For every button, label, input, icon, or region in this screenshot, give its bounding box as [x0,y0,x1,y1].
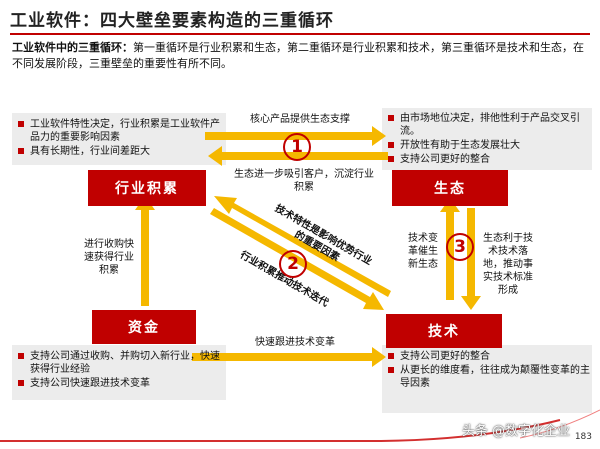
box-industry-accumulation: 行业积累 [88,170,206,206]
list-item: 从更长的维度看，往往成为颠覆性变革的主导因素 [386,364,590,390]
bottom-swoosh [0,419,561,442]
page-title: 工业软件：四大壁垒要素构造的三重循环 [10,11,334,31]
cycle-marker-1: 1 [283,133,311,161]
panel-top-right [382,108,592,170]
label-right-right: 生态利于技术技术落地，推动事实技术标准形成 [483,233,533,296]
arrow-left-up [135,196,155,306]
list-item: 支持公司更好的整合 [386,153,590,166]
panel-bottom-right [382,345,592,413]
box-ecology: 生态 [392,170,508,206]
intro-text: 工业软件中的三重循环：第一重循环是行业积累和生态，第二重循环是行业积累和技术，第… [12,40,588,72]
list-top-right: 由市场地位决定，排他性利于产品交叉引流。 开放性有助于生态发展壮大 支持公司更好… [386,112,590,167]
list-item: 支持公司通过收购、并购切入新行业，快速获得行业经验 [16,350,221,376]
list-item: 支持公司更好的整合 [386,350,590,363]
intro-lead: 工业软件中的三重循环： [12,41,133,54]
label-arrow-left: 进行收购快速获得行业积累 [84,239,134,276]
box-technology: 技术 [386,314,502,348]
list-item: 工业软件特性决定，行业积累是工业软件产品力的重要影响因素 [16,118,221,144]
list-item: 由市场地位决定，排他性利于产品交叉引流。 [386,112,590,138]
cycle-marker-2: 2 [279,250,307,278]
page-number: 183 [574,432,592,442]
panel-bottom-left [12,345,226,400]
label-arrow-top: 核心产品提供生态支撑 [250,114,350,125]
list-top-left: 工业软件特性决定，行业积累是工业软件产品力的重要影响因素 具有长期性，行业间差距… [16,118,221,159]
intro-body: 第一重循环是行业积累和生态，第二重循环是行业积累和技术，第三重循环是技术和生态，… [12,41,584,70]
list-item: 开放性有助于生态发展壮大 [386,139,590,152]
arrow-right-down [461,208,481,310]
watermark: 头条 @数字化企业 [461,424,570,439]
list-item: 具有长期性，行业间差距大 [16,145,221,158]
box-capital: 资金 [92,310,196,344]
list-bottom-right: 支持公司更好的整合 从更长的维度看，往往成为颠覆性变革的主导因素 [386,350,590,391]
cycle-marker-3: 3 [446,233,474,261]
label-right-left: 技术变革催生新生态 [408,233,438,270]
arrow-diag-up [214,196,391,297]
panel-top-left [12,113,226,165]
title-divider [10,33,590,35]
label-arrow-bottom: 快速跟进技术变革 [255,337,335,348]
label-arrow-middle: 生态进一步吸引客户，沉淀行业积累 [234,169,374,193]
list-bottom-left: 支持公司通过收购、并购切入新行业，快速获得行业经验 支持公司快速跟进技术变革 [16,350,221,391]
list-item: 支持公司快速跟进技术变革 [16,377,221,390]
arrow-bottom-right [192,347,386,367]
